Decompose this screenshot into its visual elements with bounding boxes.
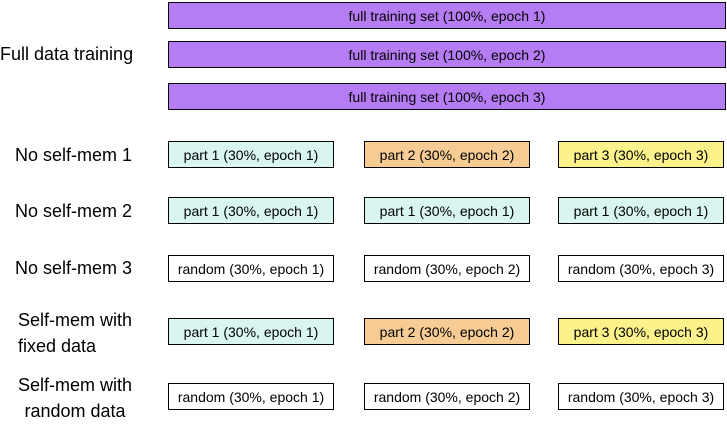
segment-box: random (30%, epoch 3): [558, 383, 724, 410]
segment-box: part 3 (30%, epoch 3): [558, 141, 724, 168]
row-label-no-self-mem-3: No self-mem 3: [15, 258, 133, 278]
segment-box: random (30%, epoch 1): [168, 255, 334, 282]
segment-box: part 2 (30%, epoch 2): [364, 141, 530, 168]
segment-box: part 3 (30%, epoch 3): [558, 318, 724, 345]
row-label-self-mem-random-data: Self-mem with random data: [18, 372, 132, 424]
segment-box: part 1 (30%, epoch 1): [168, 197, 334, 224]
row-label-line-2: random data: [24, 401, 126, 421]
full-training-box-epoch-3: full training set (100%, epoch 3): [168, 83, 726, 110]
segment-box: random (30%, epoch 3): [558, 255, 724, 282]
segment-box: random (30%, epoch 1): [168, 383, 334, 410]
row-label-self-mem-fixed-data: Self-mem with fixed data: [18, 307, 132, 359]
row-label-no-self-mem-2: No self-mem 2: [15, 201, 133, 221]
row-label-line-1: Self-mem with: [18, 310, 133, 330]
segment-box: random (30%, epoch 2): [364, 383, 530, 410]
full-training-box-epoch-1: full training set (100%, epoch 1): [168, 2, 726, 29]
full-training-box-epoch-2: full training set (100%, epoch 2): [168, 41, 726, 68]
segment-box: part 1 (30%, epoch 1): [168, 141, 334, 168]
segment-box: part 1 (30%, epoch 1): [558, 197, 724, 224]
segment-box: random (30%, epoch 2): [364, 255, 530, 282]
segment-box: part 1 (30%, epoch 1): [364, 197, 530, 224]
row-label-line-1: Self-mem with: [18, 375, 133, 395]
row-label-full-data-training: Full data training: [0, 44, 134, 64]
segment-box: part 1 (30%, epoch 1): [168, 318, 334, 345]
row-label-line-2: fixed data: [18, 336, 97, 356]
row-label-no-self-mem-1: No self-mem 1: [15, 145, 133, 165]
segment-box: part 2 (30%, epoch 2): [364, 318, 530, 345]
